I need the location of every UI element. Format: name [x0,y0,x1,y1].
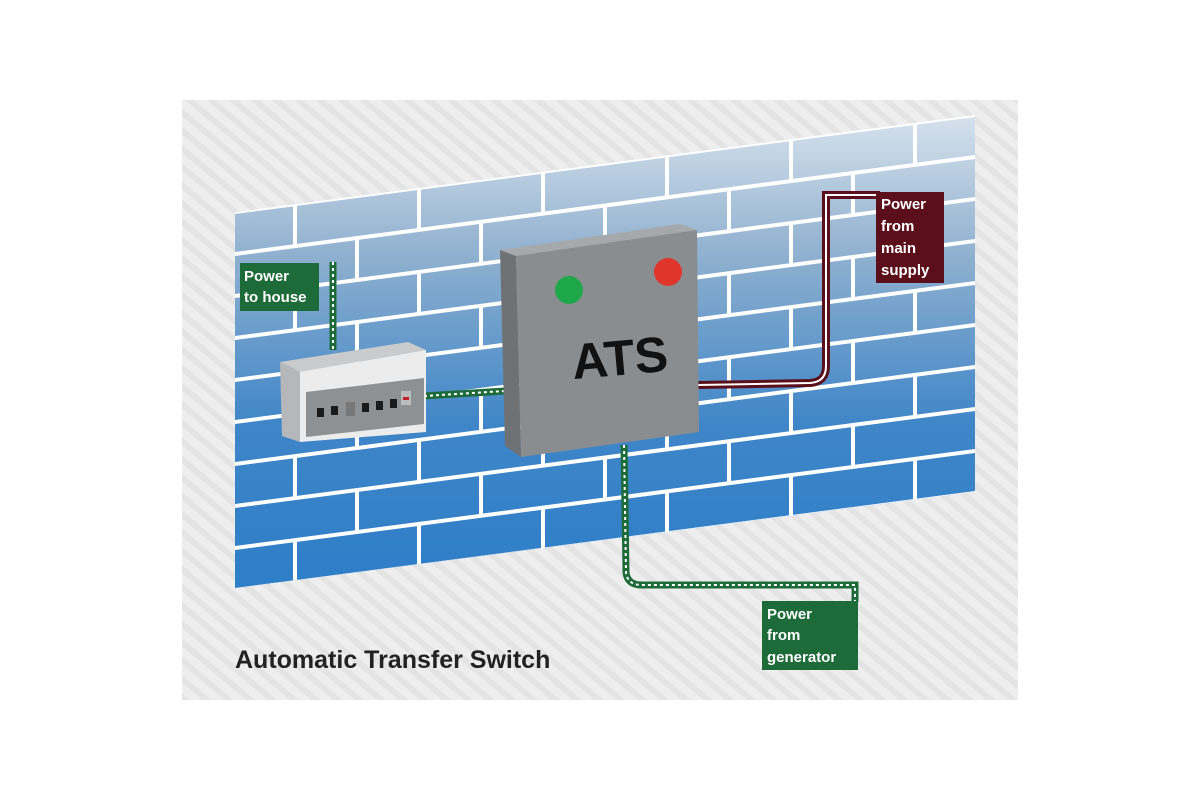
brick-joint [235,403,975,513]
svg-text:Power: Power [244,268,289,285]
svg-text:generator: generator [767,649,836,666]
brick-joint [235,115,975,219]
brick-joint [235,151,975,261]
ats-box: ATS [500,224,699,457]
consumer-unit-panel [280,342,426,442]
red-indicator-light [654,258,682,286]
cable-from-main-supply [696,191,880,389]
label-power-from-main-supply: Power from main supply [876,192,944,283]
cable-panel-to-ats [423,387,506,400]
svg-text:Power: Power [767,606,812,623]
svg-text:supply: supply [881,262,930,279]
brick-joint [235,445,975,555]
svg-text:to house: to house [244,289,307,306]
svg-text:from: from [881,218,914,235]
svg-text:Power: Power [881,196,926,213]
ats-label: ATS [569,326,670,390]
svg-text:main: main [881,240,916,257]
svg-text:from: from [767,627,800,644]
cable-from-generator [620,444,859,602]
label-power-from-generator: Power from generator [762,601,858,670]
green-indicator-light [555,276,583,304]
label-power-to-house: Power to house [240,263,319,311]
diagram-title: Automatic Transfer Switch [235,646,550,674]
